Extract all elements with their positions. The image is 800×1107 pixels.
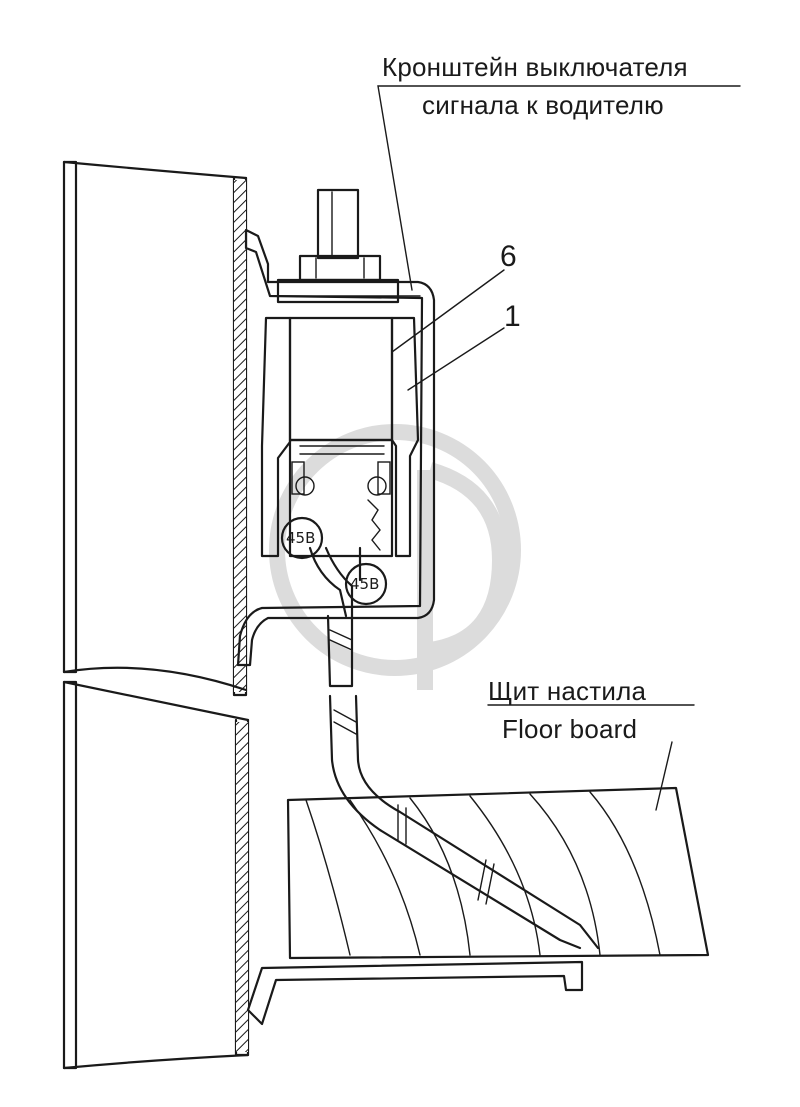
part-number-6: 6 [500, 240, 517, 273]
switch-bracket [236, 228, 436, 667]
bracket-label-line1: Кронштейн выключателя [382, 52, 688, 82]
floor-label-line1: Щит настила [488, 676, 647, 706]
bracket-label-line2: сигнала к водителю [422, 90, 664, 120]
wire-harness [308, 546, 600, 950]
part-number-1: 1 [504, 300, 521, 333]
floor-bracket [246, 960, 584, 1026]
floor-board [286, 786, 710, 960]
left-wall-upper [62, 160, 248, 697]
wire-markers [280, 516, 388, 606]
leader-lines [377, 85, 741, 811]
switch-body [288, 316, 394, 558]
wire-marker-label-b: 45В [350, 575, 380, 593]
switch-bolt [276, 188, 400, 304]
wire-marker-label-a: 45В [286, 529, 316, 547]
left-wall-lower [62, 680, 250, 1070]
floor-label-line2: Floor board [502, 714, 638, 744]
